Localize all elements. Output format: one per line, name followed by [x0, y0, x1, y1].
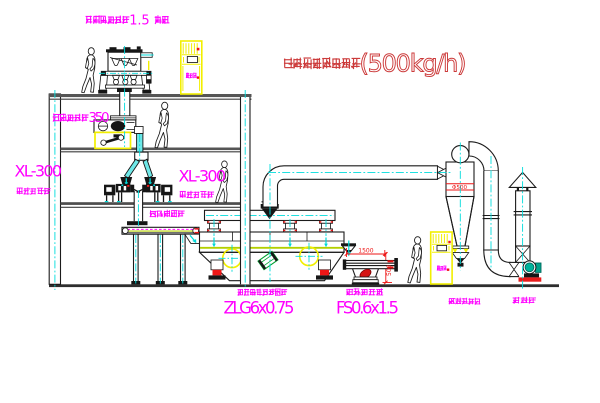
building-frame	[48, 93, 252, 285]
dryer-foot-left	[208, 259, 226, 280]
label-cyclone	[448, 297, 481, 305]
label-dryer-model: ZLG6x0.75	[224, 299, 295, 318]
floor-slab-1	[49, 94, 252, 100]
label-belt-conveyor	[149, 209, 185, 218]
belt-conveyor	[121, 226, 200, 285]
label-cabinet-ground	[436, 265, 447, 271]
title-chinese	[283, 57, 361, 70]
label-high-speed-mixer: 350	[52, 110, 110, 126]
swing-granulator-right	[136, 177, 173, 203]
centerlines	[54, 46, 524, 290]
floor-slab-3	[60, 202, 241, 208]
label-fan	[512, 296, 537, 304]
label-granulator-right	[179, 190, 215, 199]
label-granulator-left	[16, 187, 51, 196]
cyclone-diameter-text: Φ500	[452, 185, 468, 191]
dim-text-500: 500	[386, 264, 393, 276]
svg-text:350: 350	[89, 110, 110, 126]
control-cabinet-ground	[429, 231, 453, 285]
labels: 1.5 350 XL-300 XL-300 ZLG6x0.75 FS0.6x1.…	[15, 13, 537, 318]
label-sieve	[346, 288, 384, 296]
label-cabinet-top	[185, 72, 197, 79]
ground-line	[49, 284, 559, 288]
label-gravity-mixer: 1.5	[85, 13, 170, 28]
dim-text-1500: 1500	[358, 248, 373, 255]
title-capacity: (500kg/h)	[360, 50, 467, 78]
svg-text:1.5: 1.5	[129, 13, 149, 28]
airflow-arrows	[212, 237, 328, 248]
vibrating-sieve	[342, 248, 398, 285]
induced-draft-fan	[518, 260, 542, 282]
level-gauge-2	[295, 242, 323, 270]
label-xl300-left: XL-300	[15, 162, 63, 181]
label-xl300-right: XL-300	[179, 167, 227, 186]
label-sieve-model: FS0.6x1.5	[336, 299, 399, 318]
floor-slab-2	[60, 147, 241, 153]
dim-length	[344, 248, 387, 257]
vibration-motor	[257, 250, 279, 271]
fluid-bed-dryer	[198, 201, 357, 282]
label-dryer	[237, 288, 288, 296]
control-cabinet-top	[180, 40, 203, 95]
dryer-foot-right	[316, 259, 333, 280]
